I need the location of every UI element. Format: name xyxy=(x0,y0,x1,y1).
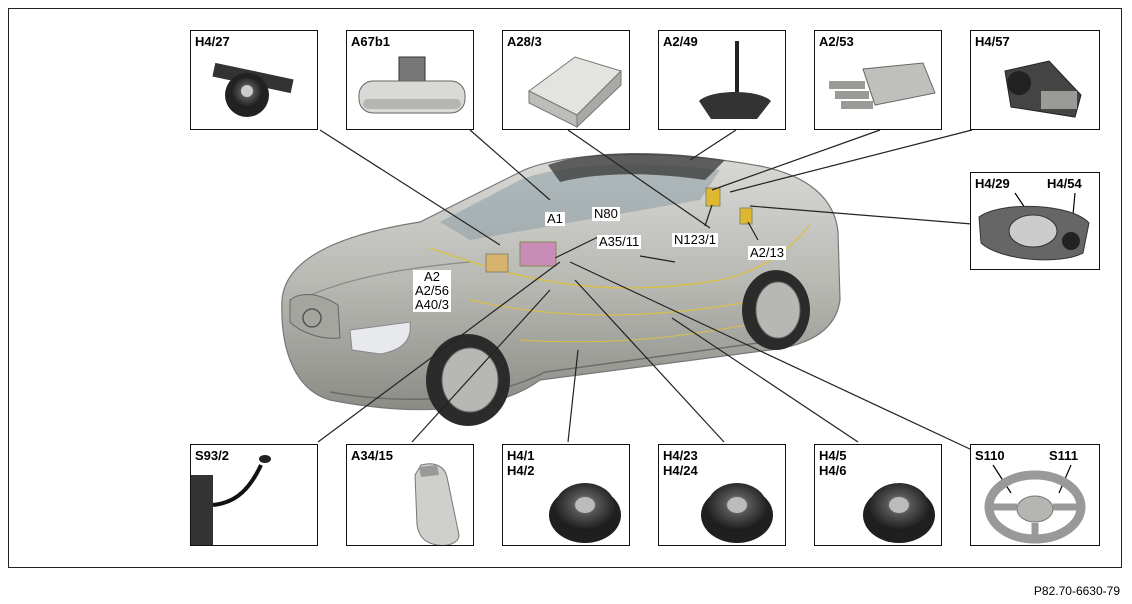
component-box-h4-57: H4/57 xyxy=(970,30,1100,130)
speaker-housing-icon xyxy=(978,192,1090,261)
steering-wheel-icon xyxy=(984,464,1086,544)
car-label-n80: N80 xyxy=(592,206,620,221)
component-label: H4/1 xyxy=(507,448,535,463)
speaker-bracket-icon xyxy=(1004,60,1082,118)
component-box-s110-s111: S110 S111 xyxy=(970,444,1100,546)
component-label: S111 xyxy=(1049,448,1078,463)
component-box-a67b1: A67b1 xyxy=(346,30,474,130)
component-box-h4-1-h4-2: H4/1 H4/2 xyxy=(502,444,630,546)
component-box-h4-29-h4-54: H4/29 H4/54 xyxy=(970,172,1100,270)
component-box-a34-15: A34/15 xyxy=(346,444,474,546)
stalk-switch-icon xyxy=(191,455,271,545)
component-label: A34/15 xyxy=(351,448,393,463)
car-label-a35-11: A35/11 xyxy=(597,234,642,249)
tuner-module-icon xyxy=(829,62,936,109)
component-box-h4-27: H4/27 xyxy=(190,30,318,130)
component-label: A2/49 xyxy=(663,34,698,49)
component-label: H4/6 xyxy=(819,463,847,478)
figure-reference: P82.70-6630-79 xyxy=(1033,584,1120,598)
car-label-a40-3: A40/3 xyxy=(415,297,449,312)
component-label: H4/24 xyxy=(663,463,698,478)
component-label: H4/27 xyxy=(195,34,230,49)
component-label: S93/2 xyxy=(195,448,229,463)
component-box-a2-49: A2/49 xyxy=(658,30,786,130)
component-label: A28/3 xyxy=(507,34,542,49)
component-label: H4/23 xyxy=(663,448,698,463)
component-box-a2-53: A2/53 xyxy=(814,30,942,130)
mirror-icon xyxy=(358,56,466,114)
tweeter-icon xyxy=(212,62,294,117)
car-label-a2-13: A2/13 xyxy=(748,245,786,260)
control-unit-icon xyxy=(528,56,622,129)
component-label: H4/29 xyxy=(975,176,1010,191)
component-box-a28-3: A28/3 xyxy=(502,30,630,130)
component-box-h4-5-h4-6: H4/5 H4/6 xyxy=(814,444,942,546)
car-body xyxy=(281,153,841,426)
component-box-s93-2: S93/2 xyxy=(190,444,318,546)
speaker-icon xyxy=(549,483,621,543)
remote-module-icon xyxy=(414,463,460,545)
component-label: A2/53 xyxy=(819,34,854,49)
car-label-a2-56: A2/56 xyxy=(415,283,449,298)
speaker-icon xyxy=(701,483,773,543)
component-label: H4/54 xyxy=(1047,176,1082,191)
component-label: H4/2 xyxy=(507,463,535,478)
diagram-frame xyxy=(8,8,1122,568)
component-label: S110 xyxy=(975,448,1005,463)
component-label: H4/57 xyxy=(975,34,1010,49)
component-box-h4-23-h4-24: H4/23 H4/24 xyxy=(658,444,786,546)
component-label: A67b1 xyxy=(351,34,391,49)
speaker-icon xyxy=(863,483,935,543)
car-label-a1: A1 xyxy=(545,211,565,226)
antenna-icon xyxy=(699,41,771,119)
car-label-a2: A2 xyxy=(424,269,440,284)
car-label-n123-1: N123/1 xyxy=(672,232,718,247)
component-label: H4/5 xyxy=(819,448,847,463)
leader-lines xyxy=(317,129,973,451)
